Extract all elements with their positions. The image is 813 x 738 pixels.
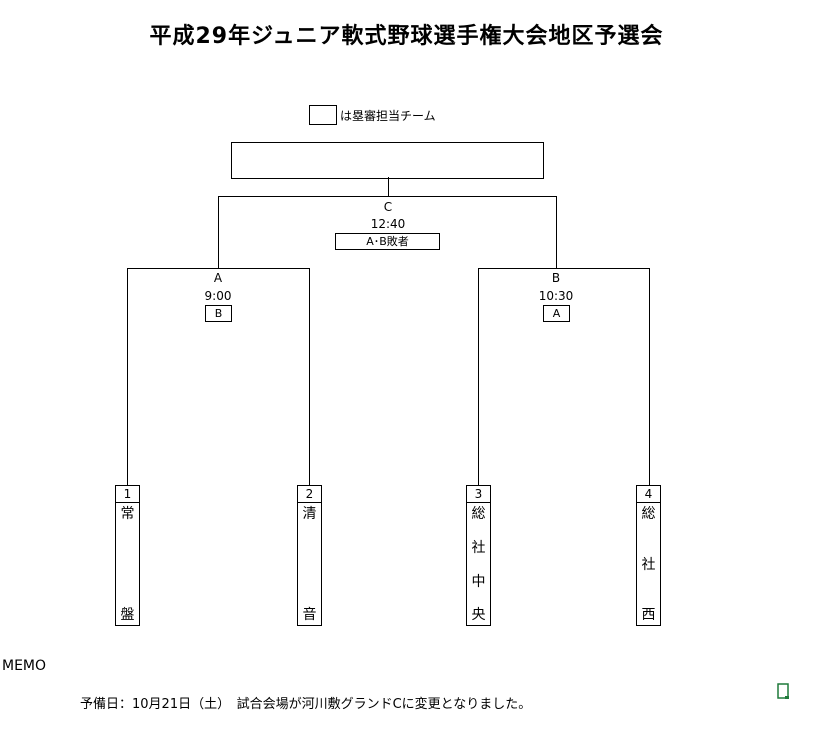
final-match-umpire: A･B敗者 [335, 233, 440, 250]
team-name-char: 清 [302, 506, 317, 522]
team-name-char: 中 [471, 574, 486, 590]
bracket-line [309, 268, 310, 485]
memo-text: 予備日：10月21日（土） 試合会場が河川敷グランドCに変更となりました。 [80, 697, 532, 712]
team-number: 1 [116, 486, 139, 503]
team-number: 3 [467, 486, 490, 503]
legend-text: は塁審担当チーム [340, 109, 436, 123]
bracket-line [649, 268, 650, 485]
match-b-label: B [551, 271, 561, 285]
team-box-4: 4 総 社 西 [636, 485, 661, 626]
match-b-time: 10:30 [538, 289, 574, 303]
bracket-line [478, 268, 649, 269]
team-name-char: 央 [471, 607, 486, 623]
team-box-3: 3 総 社 中 央 [466, 485, 491, 626]
match-a-label: A [213, 271, 223, 285]
final-match-label: C [383, 200, 393, 214]
bracket-line [218, 196, 219, 268]
team-name-char: 社 [641, 557, 656, 573]
match-a-umpire: B [205, 305, 232, 322]
team-name-char: 総 [471, 506, 486, 522]
team-box-2: 2 清 音 [297, 485, 322, 626]
legend-box [309, 105, 337, 125]
team-name-char: 盤 [120, 607, 135, 623]
team-number: 4 [637, 486, 660, 503]
document-icon[interactable] [777, 683, 790, 700]
final-match-time: 12:40 [370, 217, 406, 231]
match-a-time: 9:00 [204, 289, 232, 303]
team-name-char: 西 [641, 607, 656, 623]
team-name-char: 常 [120, 506, 135, 522]
bracket-line [556, 196, 557, 268]
bracket-line [218, 196, 556, 197]
team-name-char: 総 [641, 506, 656, 522]
bracket-line [478, 268, 479, 485]
bracket-line [127, 268, 309, 269]
page-title: 平成29年ジュニア軟式野球選手権大会地区予選会 [149, 24, 664, 49]
team-name-char: 社 [471, 540, 486, 556]
memo-label: MEMO [2, 658, 47, 674]
team-box-1: 1 常 盤 [115, 485, 140, 626]
bracket-line [127, 268, 128, 485]
team-number: 2 [298, 486, 321, 503]
bracket-line [388, 177, 389, 196]
team-name-char: 音 [302, 607, 317, 623]
match-b-umpire: A [543, 305, 570, 322]
winner-box [231, 142, 544, 179]
